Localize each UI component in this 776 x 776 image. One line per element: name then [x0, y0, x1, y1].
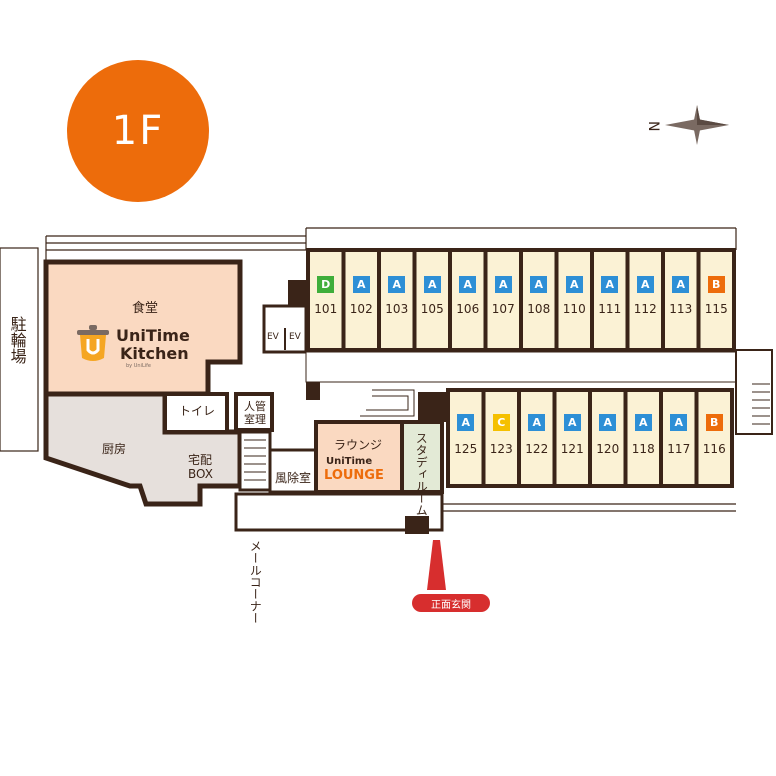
- room-number: 113: [669, 302, 693, 316]
- entrance-pointer-icon: [427, 540, 446, 590]
- room-102: [341, 248, 381, 352]
- entrance-text: 正面玄関: [431, 599, 471, 611]
- lounge-logo-line2: LOUNGE: [324, 468, 384, 483]
- study-room-label: スタディルーム: [414, 432, 429, 516]
- room-105: [412, 248, 452, 352]
- room-number: 102: [349, 302, 373, 316]
- room-number: 121: [560, 442, 584, 456]
- room-number: 117: [667, 442, 691, 456]
- room-117: [659, 388, 699, 488]
- room-118: [623, 388, 663, 488]
- room-type-badge: A: [670, 414, 688, 431]
- compass-icon: [665, 105, 729, 145]
- room-type-badge: A: [528, 414, 546, 431]
- dining-title: 食堂: [132, 301, 159, 316]
- room-number: 103: [385, 302, 409, 316]
- floor-label: 1F: [111, 108, 165, 154]
- manager-label: 人管室理: [244, 400, 266, 426]
- room-number: 112: [633, 302, 657, 316]
- room-112: [625, 248, 665, 352]
- room-number: 108: [527, 302, 551, 316]
- room-111: [590, 248, 630, 352]
- room-type-badge: A: [565, 276, 583, 293]
- windbreak-label: 風除室: [275, 471, 312, 485]
- elevator-label-2: EV: [289, 332, 301, 342]
- room-number: 125: [454, 442, 478, 456]
- room-type-badge: A: [459, 276, 477, 293]
- room-number: 118: [631, 442, 655, 456]
- room-121: [552, 388, 592, 488]
- room-number: 111: [598, 302, 622, 316]
- room-number: 122: [525, 442, 549, 456]
- mail-corner-label: メールコーナー: [248, 540, 263, 624]
- room-number: 110: [562, 302, 586, 316]
- room-type-badge: C: [492, 414, 510, 431]
- room-106: [448, 248, 488, 352]
- room-108: [519, 248, 559, 352]
- room-number: 101: [314, 302, 338, 316]
- manager-room: [234, 392, 274, 432]
- room-type-badge: A: [494, 276, 512, 293]
- room-113: [661, 248, 701, 352]
- room-type-badge: D: [317, 276, 335, 293]
- floor-badge: 1F: [67, 60, 209, 202]
- windbreak-room: [268, 448, 318, 494]
- room-type-badge: A: [457, 414, 475, 431]
- lounge-room: [314, 420, 404, 494]
- parking-area: [0, 247, 39, 452]
- room-type-badge: B: [705, 414, 723, 431]
- room-number: 120: [596, 442, 620, 456]
- delivery-box-label: 宅配BOX: [188, 453, 213, 481]
- room-115: [696, 248, 736, 352]
- room-type-badge: A: [634, 414, 652, 431]
- room-number: 107: [491, 302, 515, 316]
- kitchen-logo-line1: UniTime: [116, 326, 190, 345]
- room-123: [481, 388, 521, 488]
- lounge-title: ラウンジ: [334, 438, 383, 452]
- room-type-badge: A: [636, 276, 654, 293]
- room-number: 116: [702, 442, 726, 456]
- lounge-logo-line1: UniTime: [326, 456, 373, 467]
- entrance-label: 正面玄関: [412, 594, 490, 612]
- compass-north-label: N: [645, 121, 661, 131]
- room-116: [694, 388, 734, 488]
- room-103: [377, 248, 417, 352]
- room-type-badge: A: [599, 414, 617, 431]
- kitchen-back-label: 厨房: [102, 442, 127, 456]
- kitchen-logo-line2: Kitchen: [120, 344, 189, 363]
- room-number: 123: [489, 442, 513, 456]
- room-107: [483, 248, 523, 352]
- kitchen-logo-small: by UniLife: [126, 363, 151, 369]
- room-number: 105: [420, 302, 444, 316]
- room-type-badge: A: [672, 276, 690, 293]
- room-number: 115: [704, 302, 728, 316]
- room-type-badge: A: [388, 276, 406, 293]
- room-type-badge: A: [352, 276, 370, 293]
- unitime-kitchen-logo: [75, 324, 111, 368]
- room-type-badge: A: [601, 276, 619, 293]
- elevator-label-1: EV: [267, 332, 279, 342]
- room-122: [517, 388, 557, 488]
- room-type-badge: A: [530, 276, 548, 293]
- toilet-room: [163, 392, 229, 434]
- parking-label: 駐輪場: [7, 316, 27, 364]
- room-type-badge: A: [563, 414, 581, 431]
- room-type-badge: B: [707, 276, 725, 293]
- room-101: [306, 248, 346, 352]
- room-120: [588, 388, 628, 488]
- toilet-label: トイレ: [179, 404, 216, 418]
- pot-icon: [77, 325, 109, 361]
- room-125: [446, 388, 486, 488]
- room-110: [554, 248, 594, 352]
- room-type-badge: A: [423, 276, 441, 293]
- room-number: 106: [456, 302, 480, 316]
